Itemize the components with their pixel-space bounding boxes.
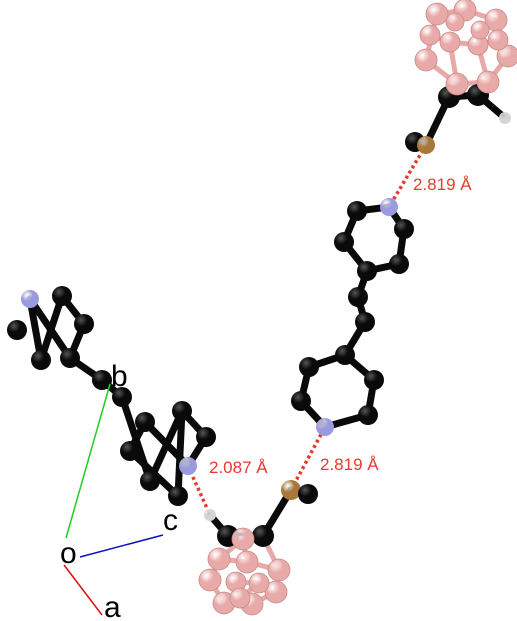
boron-atom [235, 550, 259, 574]
distance-label-top: 2.819 Å [413, 175, 472, 194]
carbon-atom [7, 320, 27, 340]
bond [26, 295, 45, 364]
carbon-atom [347, 201, 367, 221]
carbon-atom [299, 357, 319, 377]
carbon-atom [52, 286, 72, 306]
axis-a-line [63, 564, 103, 616]
bond [174, 407, 186, 500]
boron-atom [445, 72, 469, 96]
bond [37, 292, 66, 364]
nitrogen-atom [179, 457, 197, 475]
unit-cell-axes: o b c a [60, 360, 178, 621]
axis-c-label: c [163, 504, 178, 537]
distance-label-left: 2.087 Å [209, 458, 268, 477]
carbon-atom [394, 219, 414, 239]
carbon-atom [172, 401, 192, 421]
nitrogen-atom [316, 418, 334, 436]
carbon-atom [196, 427, 216, 447]
boron-atom [264, 580, 288, 604]
boron-atom [419, 24, 441, 46]
carbon-atom [112, 387, 132, 407]
boron-atom [414, 48, 438, 72]
carbon-atom [364, 370, 384, 390]
boron-atom [487, 29, 509, 51]
carbon-atom [355, 312, 375, 332]
axis-b-label: b [111, 360, 128, 393]
boron-atom [470, 20, 490, 40]
boron-atom [231, 527, 255, 551]
axis-c-line [79, 534, 164, 558]
carbon-atom [60, 348, 80, 368]
carbon-atom [140, 471, 160, 491]
hydrogen-bond-contact [387, 144, 428, 208]
carbon-atom [168, 486, 188, 506]
carbon-atom [31, 350, 51, 370]
axis-a-label: a [104, 591, 121, 621]
bond-layer [26, 7, 511, 607]
nitrogen-atom [380, 198, 398, 216]
boron-atom [207, 547, 231, 571]
carbon-atom [135, 412, 155, 432]
distance-label-middle: 2.819 Å [320, 455, 379, 474]
atom-layer [7, 0, 517, 616]
hydrogen-atom [499, 112, 511, 124]
carbon-atom [389, 254, 409, 274]
axis-b-line [65, 383, 111, 539]
boron-atom [267, 558, 291, 582]
axis-origin-label: o [60, 537, 77, 570]
nitrogen-atom [21, 290, 39, 308]
boron-atom [439, 31, 461, 53]
hydrogen-atom [204, 509, 216, 521]
bond [118, 393, 154, 485]
sulfur-atom [281, 480, 301, 500]
carbon-atom [252, 525, 274, 547]
carbon-atom [92, 370, 112, 390]
boron-atom [476, 70, 500, 94]
sulfur-atom [417, 136, 435, 154]
boron-atom [248, 572, 270, 594]
bond [146, 407, 186, 485]
carbon-atom [120, 441, 140, 461]
carbon-atom [74, 314, 94, 334]
boron-atom [496, 44, 517, 68]
boron-atom [198, 568, 222, 592]
carbon-atom [357, 261, 377, 281]
carbon-atom [335, 345, 355, 365]
carbon-atom [298, 484, 318, 504]
carbon-atom [358, 405, 378, 425]
boron-atom [229, 587, 251, 609]
carbon-atom [348, 287, 368, 307]
carbon-atom [334, 232, 354, 252]
carbon-atom [291, 391, 311, 411]
boron-atom [425, 2, 449, 26]
boron-atom [445, 12, 465, 32]
